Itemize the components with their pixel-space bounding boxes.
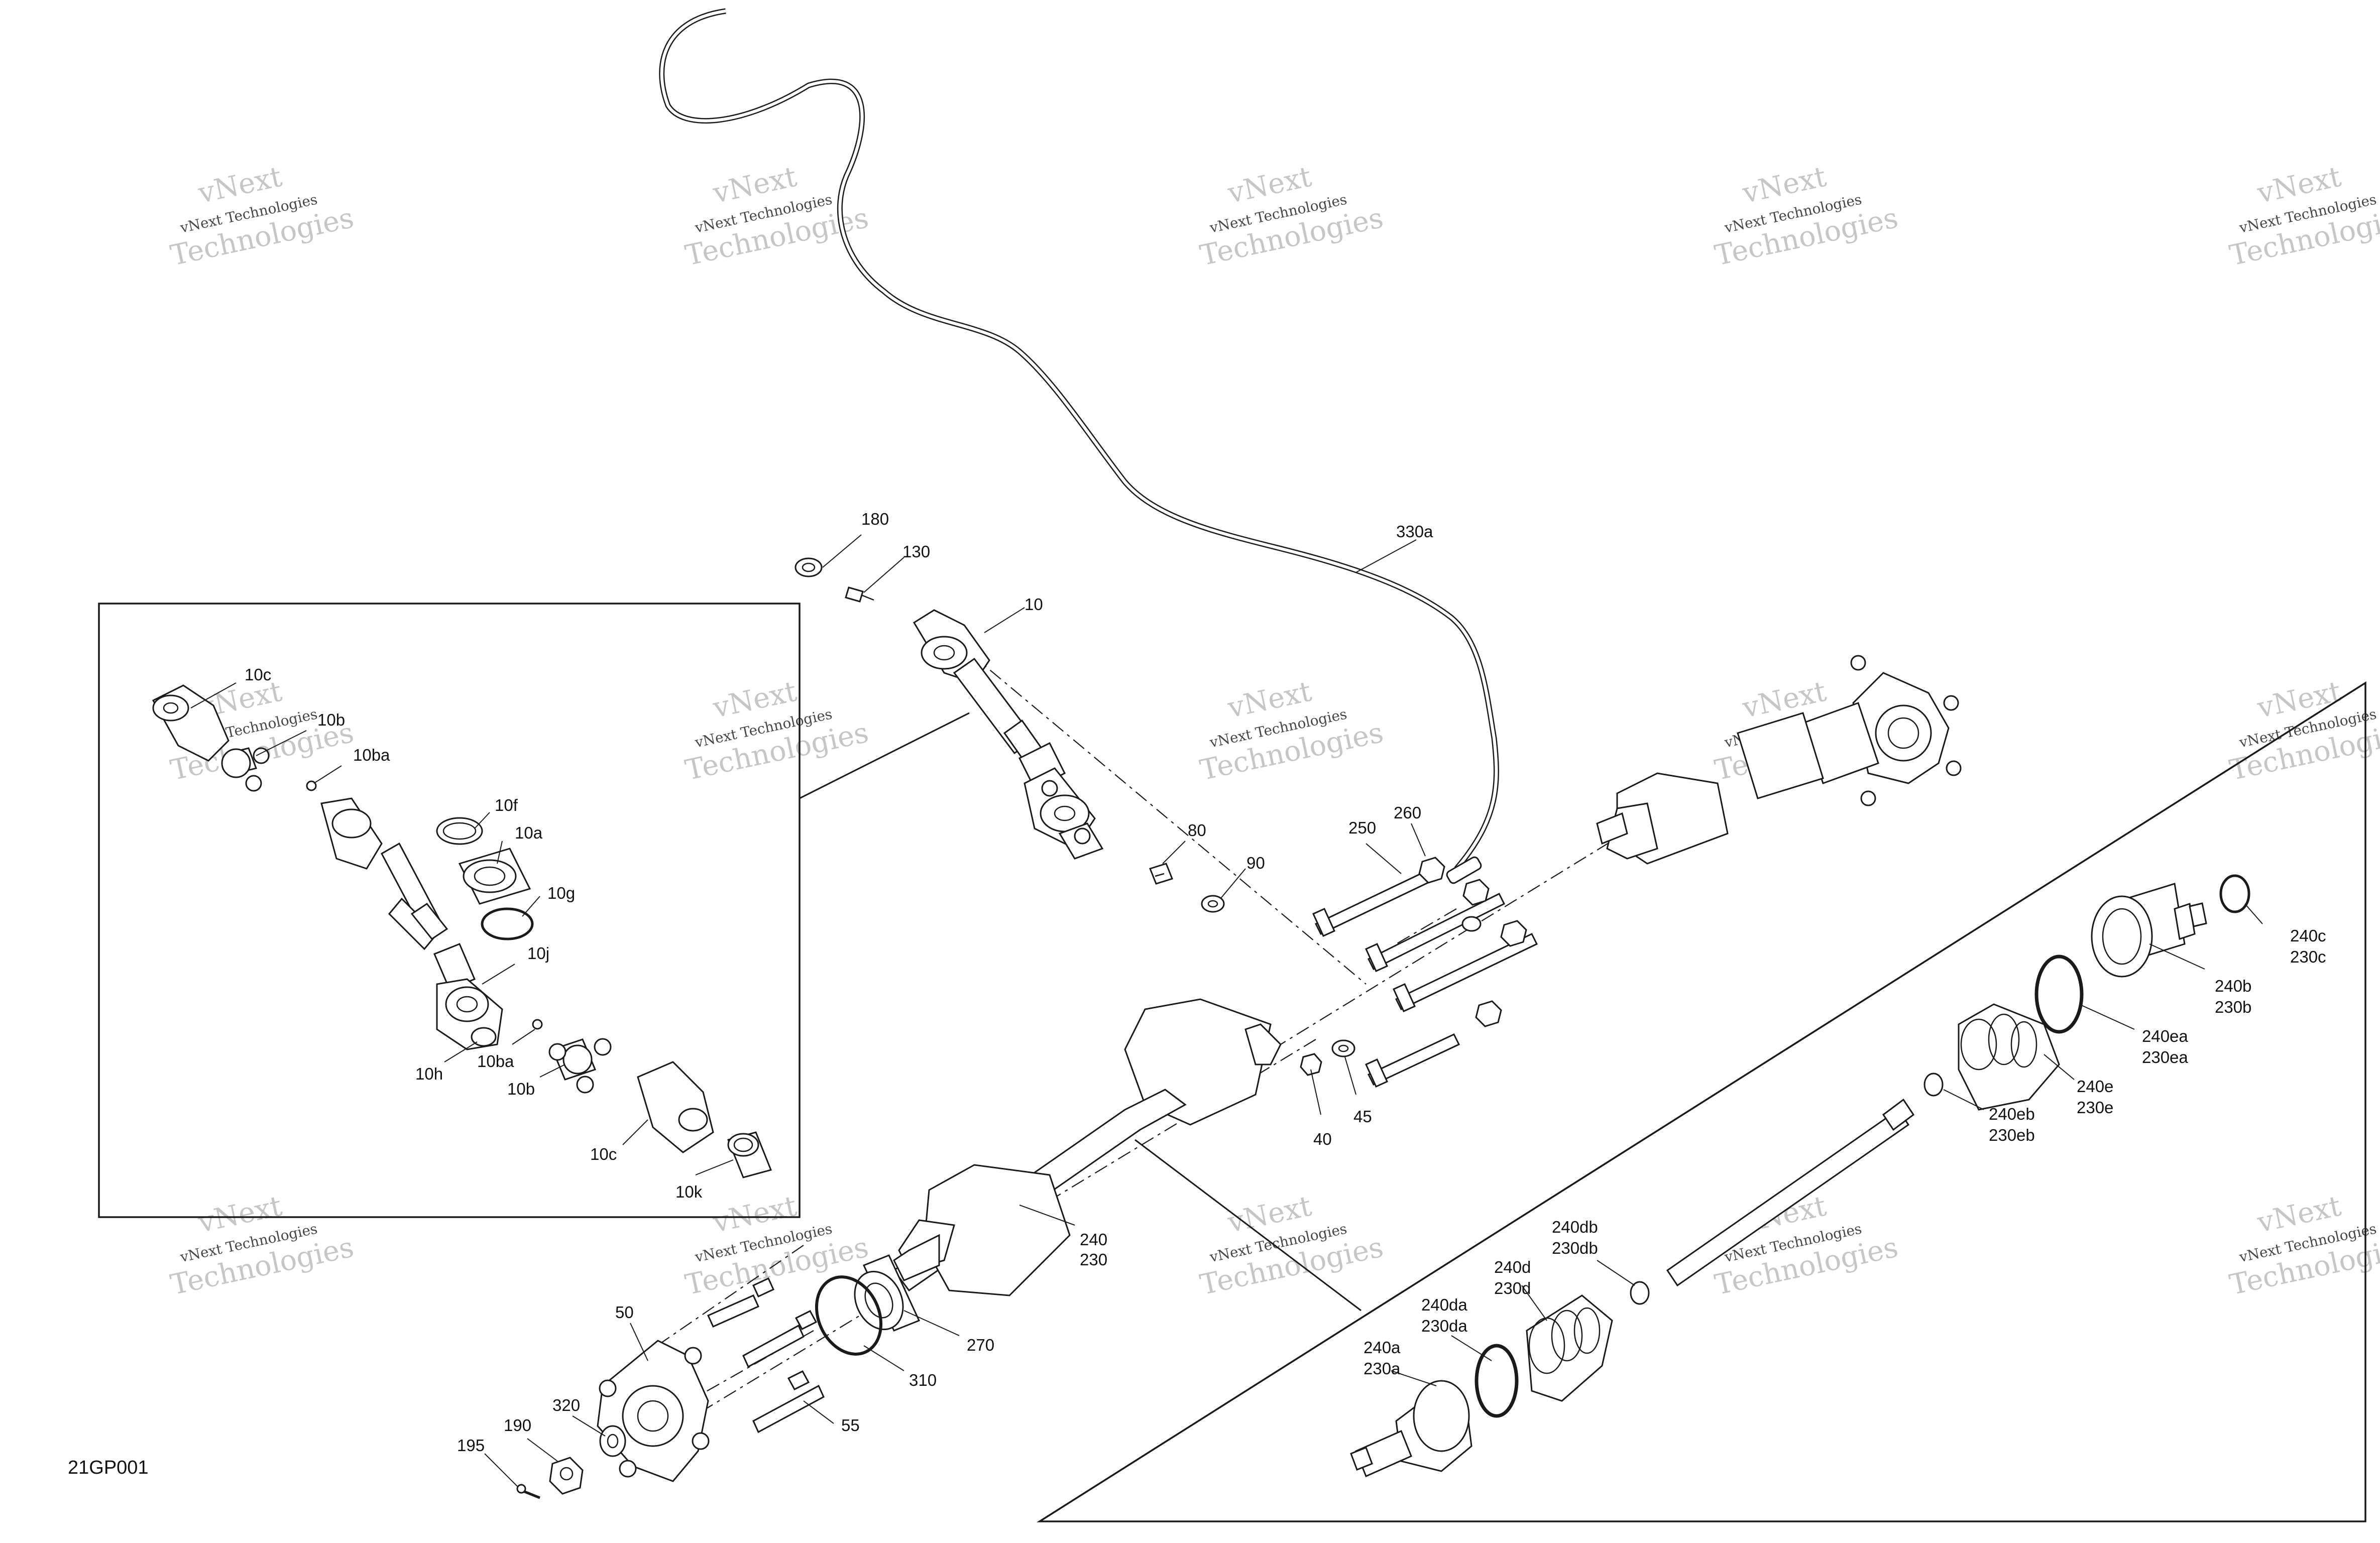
- callout-detail-240d: 240d: [1494, 1258, 1531, 1276]
- callout-inset-10g: 10g: [547, 884, 575, 902]
- leader-lines: [190, 534, 2263, 1487]
- callout-detail-230eb: 230eb: [1989, 1126, 2035, 1144]
- callout-inset-10a: 10a: [515, 823, 543, 842]
- callout-45: 45: [1353, 1107, 1372, 1126]
- washer-90: [1201, 895, 1225, 913]
- nut-190: [549, 1457, 584, 1495]
- callout-detail-240a: 240a: [1364, 1338, 1401, 1357]
- callout-detail-240db: 240db: [1552, 1218, 1598, 1236]
- callout-inset-10k: 10k: [675, 1182, 703, 1201]
- washer-320: [599, 1425, 626, 1457]
- bearing-270: [854, 1254, 921, 1332]
- drive-shaft-240: [892, 655, 1962, 1296]
- callout-inset-10ba-top: 10ba: [353, 746, 390, 764]
- sensor-cable-330a: [659, 8, 1499, 884]
- callout-130: 130: [902, 542, 930, 561]
- callout-10: 10: [1025, 595, 1043, 614]
- callout-detail-240c: 240c: [2290, 926, 2326, 945]
- nuts-260: [1418, 857, 1527, 1027]
- callout-40: 40: [1313, 1130, 1332, 1148]
- callout-detail-240e: 240e: [2077, 1077, 2113, 1096]
- bolts-250: [1312, 868, 1538, 1088]
- circlip-310: [815, 1275, 883, 1356]
- callout-detail-230da: 230da: [1421, 1317, 1467, 1335]
- cotter-pin-195: [516, 1484, 540, 1499]
- callout-330a: 330a: [1396, 522, 1433, 541]
- detail-parts: [1350, 874, 2250, 1478]
- inset-frame: [98, 603, 970, 1218]
- callout-labels: 180 130 10 330a 80 90 250 260 40 45 240 …: [245, 510, 2326, 1455]
- callout-inset-10f: 10f: [495, 796, 518, 814]
- callout-180: 180: [861, 510, 889, 528]
- callout-detail-230db: 230db: [1552, 1239, 1598, 1257]
- callout-230: 230: [1080, 1250, 1107, 1269]
- callout-90: 90: [1246, 854, 1265, 872]
- callout-inset-10ba-bottom: 10ba: [477, 1052, 514, 1071]
- figure-code: 21GP001: [68, 1457, 149, 1478]
- callout-detail-230e: 230e: [2077, 1098, 2113, 1117]
- callout-inset-10h: 10h: [415, 1064, 443, 1083]
- callout-detail-230b: 230b: [2215, 998, 2251, 1016]
- wheel-hub-50: [597, 1340, 710, 1482]
- callout-195: 195: [457, 1436, 485, 1455]
- washer-45: [1331, 1039, 1355, 1057]
- callout-detail-230c: 230c: [2290, 947, 2326, 966]
- callout-50: 50: [615, 1303, 634, 1322]
- callout-240: 240: [1080, 1230, 1107, 1249]
- callout-detail-230d: 230d: [1494, 1279, 1531, 1297]
- callout-260: 260: [1394, 803, 1421, 822]
- callout-inset-10c-top: 10c: [245, 665, 271, 684]
- callout-250: 250: [1348, 818, 1376, 837]
- nut-40: [1300, 1053, 1322, 1076]
- callout-detail-240b: 240b: [2215, 977, 2251, 995]
- callout-inset-10b-top: 10b: [317, 710, 345, 729]
- callout-310: 310: [909, 1371, 937, 1389]
- propeller-shaft-10: [795, 557, 1104, 860]
- callout-detail-240da: 240da: [1421, 1295, 1467, 1314]
- callout-detail-230ea: 230ea: [2142, 1048, 2188, 1066]
- callout-80: 80: [1188, 821, 1206, 840]
- callout-inset-10c-bottom: 10c: [590, 1145, 617, 1163]
- callout-inset-10b-bottom: 10b: [507, 1080, 535, 1098]
- callout-320: 320: [552, 1396, 580, 1414]
- callout-190: 190: [504, 1416, 531, 1435]
- inset-parts: [152, 684, 772, 1178]
- detail-frame: [1036, 681, 2366, 1522]
- studs-55: [707, 1277, 825, 1434]
- callout-detail-230a: 230a: [1364, 1359, 1401, 1378]
- callout-55: 55: [841, 1416, 860, 1435]
- callout-270: 270: [967, 1336, 994, 1354]
- callout-detail-240ea: 240ea: [2142, 1027, 2188, 1045]
- callout-inset-10j: 10j: [527, 944, 549, 963]
- callout-detail-240eb: 240eb: [1989, 1105, 2035, 1123]
- fastener-80: [1149, 863, 1173, 885]
